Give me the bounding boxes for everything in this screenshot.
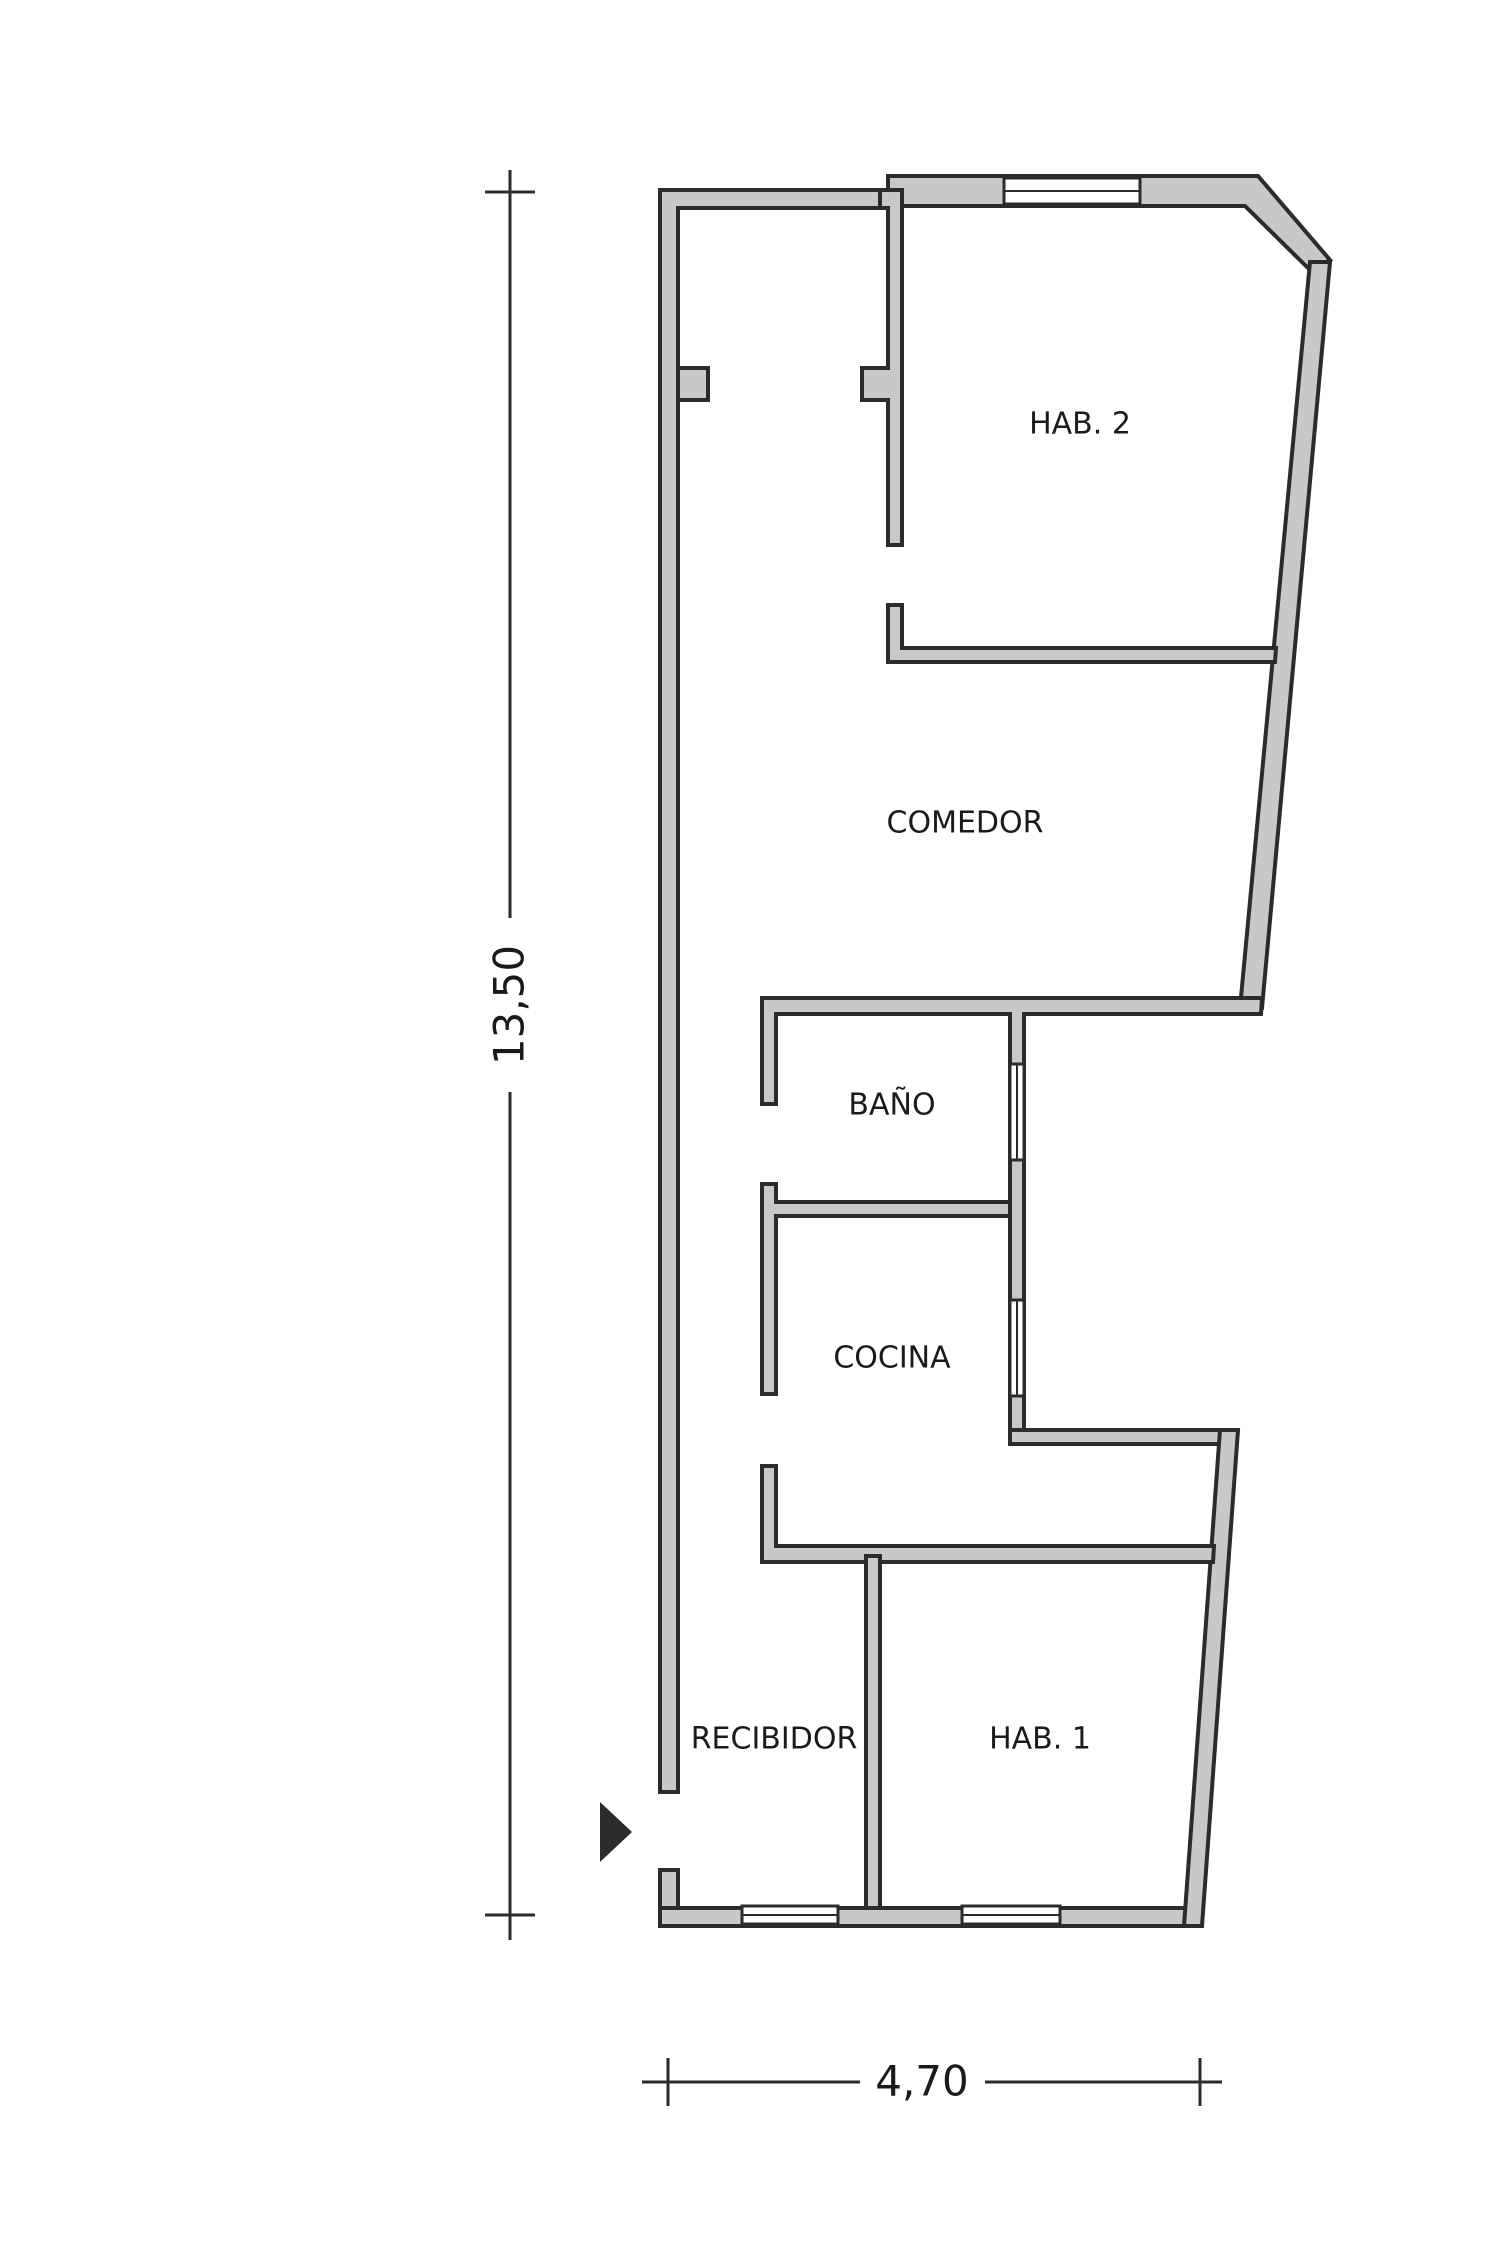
hab2-comedor-partition xyxy=(886,603,1279,664)
hab1-recibidor-partition xyxy=(864,1554,882,1910)
cocina-right-step-wall xyxy=(1008,1428,1238,1446)
cocina-bottom-wall xyxy=(760,1464,1217,1564)
room-label-hab2: HAB. 2 xyxy=(1029,407,1131,442)
room-label-bano: BAÑO xyxy=(848,1087,935,1123)
right-exterior-wall-upper xyxy=(1237,260,1333,1010)
width-dimension-label: 4,70 xyxy=(875,2057,969,2106)
triangle-arrow-icon xyxy=(600,1802,632,1862)
room-label-recibidor: RECIBIDOR xyxy=(691,1722,858,1757)
windows xyxy=(740,176,1142,1926)
height-dimension: 13,50 xyxy=(485,170,535,1940)
room-label-hab1: HAB. 1 xyxy=(989,1722,1091,1757)
top-exterior-wall xyxy=(886,174,1334,273)
left-exterior-wall-lower xyxy=(658,1868,680,1910)
bano-cocina-partition xyxy=(760,1182,1012,1396)
height-dimension-label: 13,50 xyxy=(485,945,534,1065)
walls xyxy=(658,174,1334,1928)
room-label-comedor: COMEDOR xyxy=(887,806,1044,841)
room-label-cocina: COCINA xyxy=(833,1341,951,1376)
corridor-right-wall-top xyxy=(860,188,904,547)
width-dimension: 4,70 xyxy=(642,2057,1222,2106)
left-pilaster xyxy=(676,366,710,402)
right-exterior-wall-lower xyxy=(1181,1428,1241,1928)
